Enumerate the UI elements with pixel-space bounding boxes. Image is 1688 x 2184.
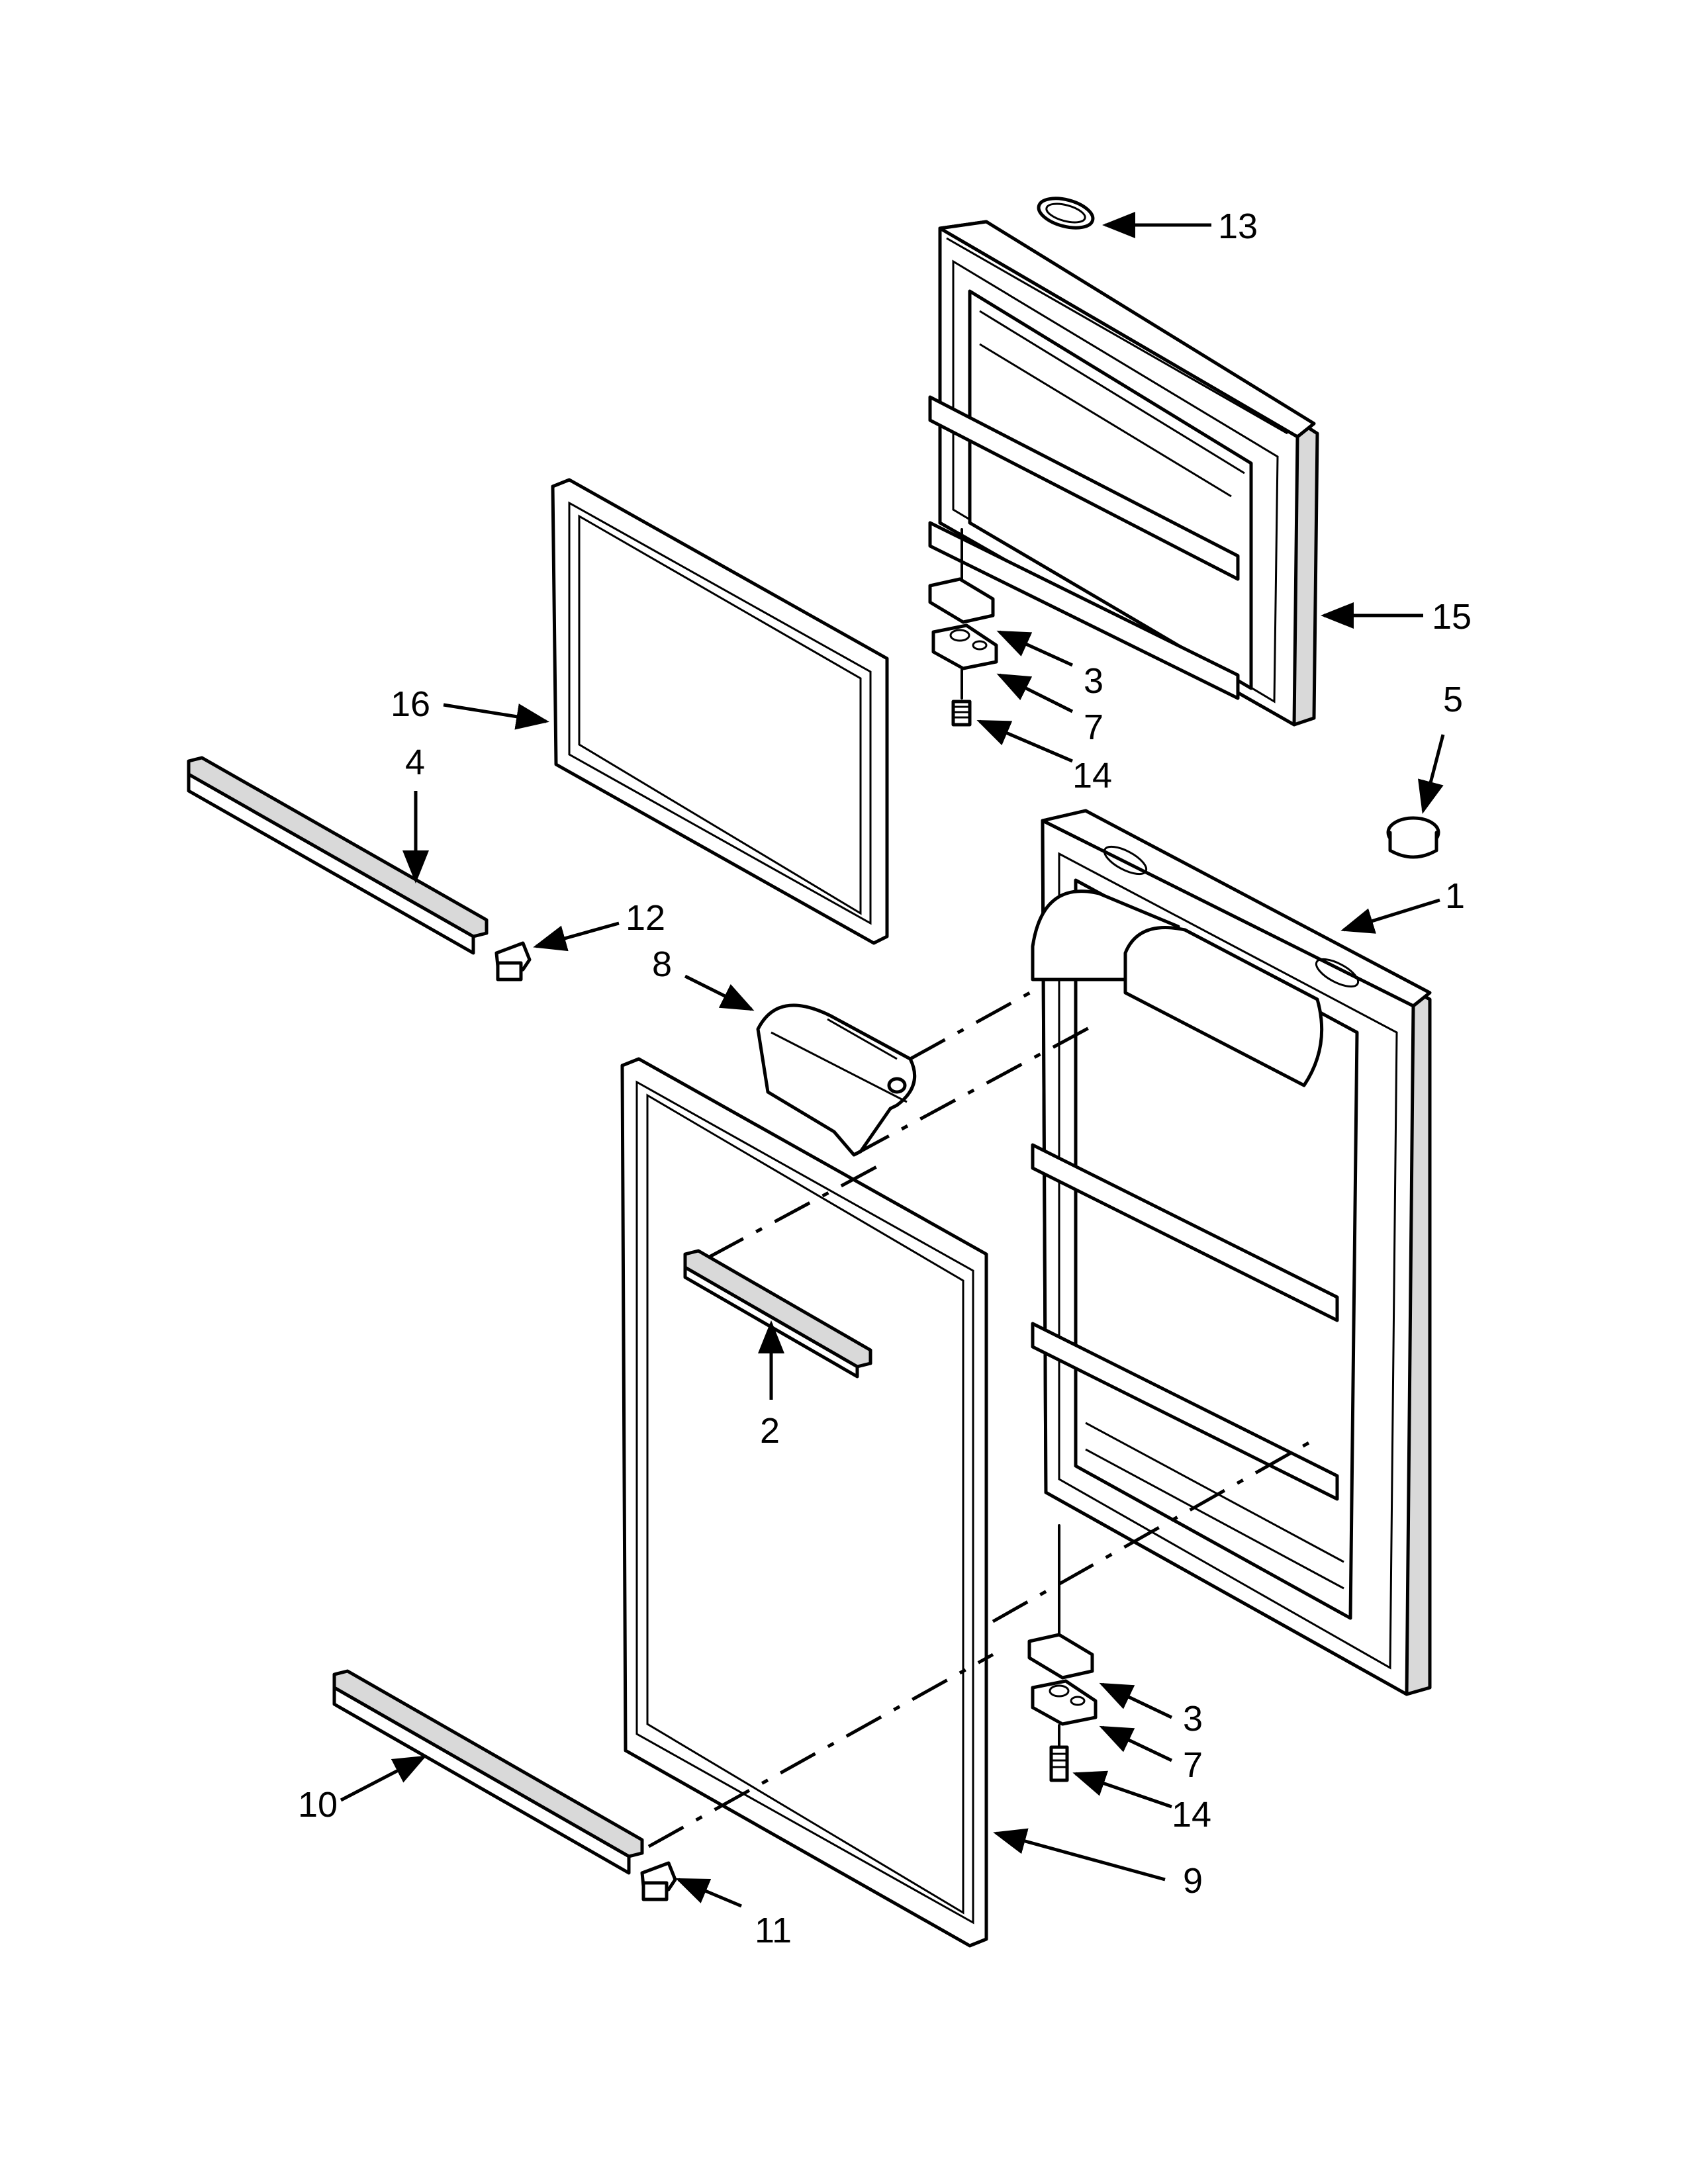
callout-9: 9 [1183,1861,1203,1901]
callout-3-top: 3 [1084,661,1103,701]
part-1-fresh-food-door [1031,809,1432,1696]
callout-16: 16 [391,684,430,724]
part-4-upper-rail [187,756,489,955]
part-11-clip [640,1861,677,1901]
callout-12: 12 [626,898,665,938]
callout-10: 10 [298,1785,338,1825]
leader-arrows [340,212,1445,1908]
part-15-freezer-door [928,220,1319,727]
part-12-clip [494,941,532,981]
callout-7-top: 7 [1084,707,1103,747]
part-16-freezer-gasket [551,478,889,945]
bottom-hinge-assembly [1027,1524,1098,1782]
callout-1: 1 [1445,876,1465,916]
part-5-button [1386,816,1440,859]
callout-14-bottom: 14 [1172,1795,1211,1835]
part-8-cover [756,1003,917,1157]
callout-4: 4 [405,743,425,782]
part-9-fresh-food-gasket [620,1057,988,1948]
callout-7-bottom: 7 [1183,1745,1203,1785]
top-hinge-assembly [928,528,998,727]
callout-11: 11 [755,1911,792,1950]
callout-14-top: 14 [1072,756,1112,796]
callout-15: 15 [1432,597,1472,637]
callout-8: 8 [652,944,672,984]
alignment-lines [647,987,1322,1848]
callout-labels: 13 15 3 7 14 5 16 4 12 1 8 2 3 7 14 10 9… [298,206,1472,1950]
callout-5: 5 [1443,680,1463,719]
part-10-lower-rail [332,1669,644,1875]
part-13-plug [1037,197,1095,230]
callout-3-bottom: 3 [1183,1699,1203,1739]
callout-13: 13 [1218,206,1258,246]
callout-2: 2 [760,1411,780,1451]
